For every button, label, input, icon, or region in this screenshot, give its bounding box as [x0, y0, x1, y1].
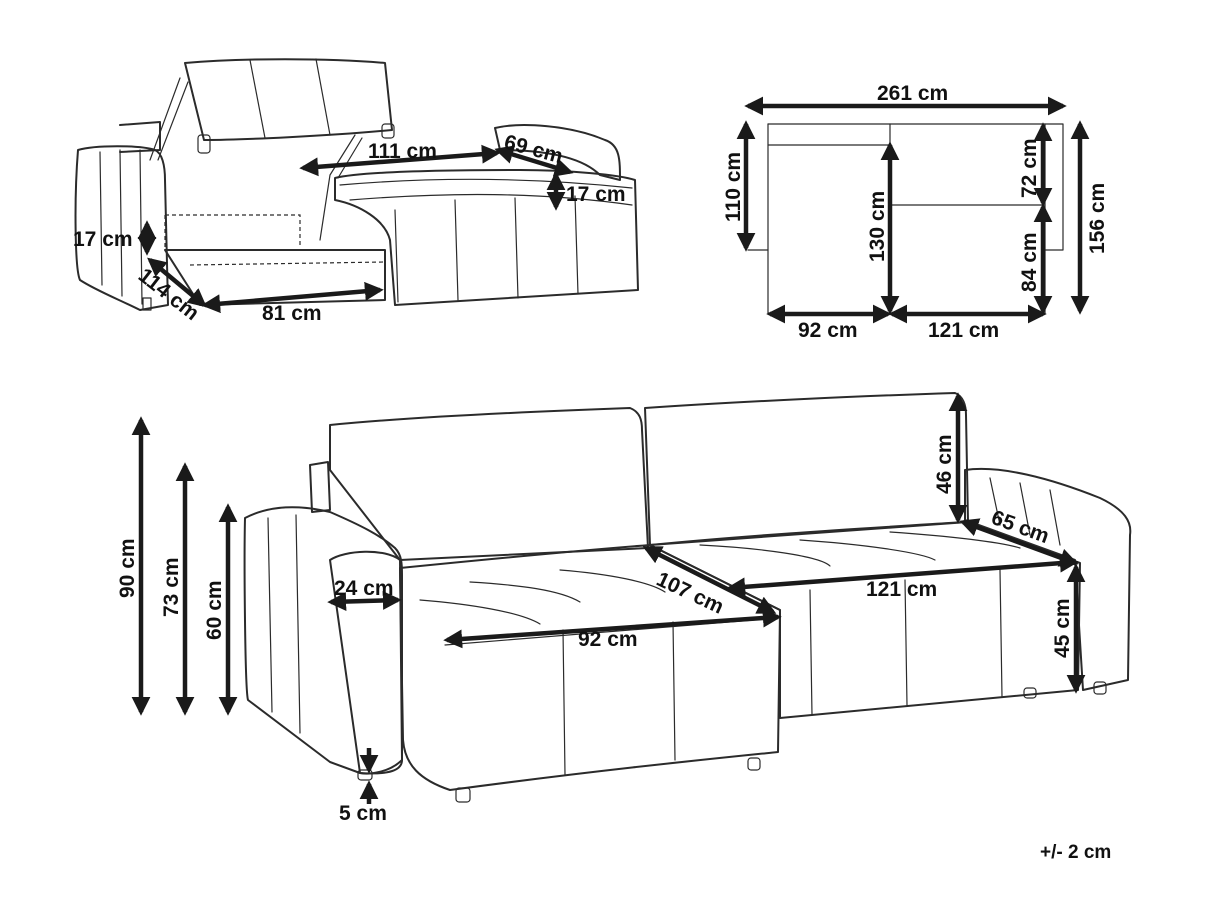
label-total-width: 261 cm	[877, 82, 948, 105]
dim-111	[299, 144, 501, 177]
dim-24	[327, 591, 402, 611]
storage-hidden-lines	[164, 214, 386, 266]
back-cushion-left	[329, 407, 649, 561]
dim-65	[959, 518, 1079, 567]
label-seat-height: 45 cm	[1051, 598, 1074, 658]
label-total-depth: 156 cm	[1086, 183, 1109, 254]
label-storage-length: 111 cm	[368, 140, 437, 163]
label-total-height: 90 cm	[116, 538, 139, 598]
dim-69	[494, 145, 574, 177]
label-armrest-width: 24 cm	[334, 577, 394, 600]
lid-bumper	[381, 123, 395, 139]
bottom-outline	[767, 249, 1046, 314]
label-leg-height: 5 cm	[339, 802, 387, 825]
top-outline-left	[747, 123, 769, 251]
label-back-depth: 110 cm	[722, 152, 745, 222]
chaise-tufts	[339, 178, 633, 206]
label-backrest-height: 46 cm	[933, 434, 956, 494]
chaise-tufts	[419, 569, 666, 625]
dim-92	[443, 608, 782, 649]
label-seat-depth-lower: 84 cm	[1018, 232, 1041, 292]
back-frame-side	[309, 461, 331, 513]
back-cushion-right	[644, 392, 969, 546]
leg	[455, 787, 471, 803]
label-storage-depth-left: 17 cm	[73, 228, 133, 251]
dim-114	[147, 257, 207, 308]
label-chaise-width: 92 cm	[798, 319, 858, 342]
tolerance-note: +/- 2 cm	[1040, 842, 1111, 863]
top-outline	[767, 123, 1064, 251]
dim-107	[642, 545, 777, 615]
leg	[1023, 687, 1037, 699]
front-view-drawing	[243, 392, 1132, 803]
lift-arm	[149, 77, 189, 161]
top-view-drawing	[747, 123, 1064, 314]
label-arm-front-height: 60 cm	[203, 580, 226, 640]
left-armrest	[74, 145, 169, 311]
label-chaise-inner: 130 cm	[866, 191, 889, 262]
label-chaise-seat-depth: 107 cm	[653, 568, 727, 619]
dim-81	[201, 281, 384, 314]
top-dimensions	[736, 96, 1090, 324]
label-chaise-seat-width: 92 cm	[578, 628, 638, 651]
left-armrest	[243, 506, 403, 775]
leg	[747, 757, 761, 771]
leg	[1093, 681, 1107, 695]
label-seat-depth-upper: 72 cm	[1018, 138, 1041, 198]
lid-seam	[315, 58, 331, 136]
lid-bumper	[197, 134, 211, 154]
right-armrest	[964, 467, 1132, 691]
label-sofa-width: 121 cm	[928, 319, 999, 342]
label-cushion-height: 17 cm	[566, 183, 626, 206]
front-dimensions	[131, 392, 1086, 804]
chaise-seams	[394, 195, 579, 303]
arm-seam	[119, 149, 123, 297]
back-line	[767, 123, 891, 146]
storage-view-drawing	[74, 58, 639, 311]
lid-panel	[184, 58, 393, 141]
arm-seam	[99, 151, 103, 286]
lid-seam	[249, 59, 266, 139]
label-armrest-height: 73 cm	[160, 557, 183, 617]
left-arm-seams	[267, 514, 301, 734]
lift-arm	[319, 134, 363, 241]
storage-dimensions	[137, 144, 574, 314]
chaise-seat	[399, 544, 781, 791]
label-sofa-seat-width: 121 cm	[866, 578, 937, 601]
chaise-edge	[389, 239, 396, 306]
label-storage-width: 81 cm	[262, 302, 322, 325]
